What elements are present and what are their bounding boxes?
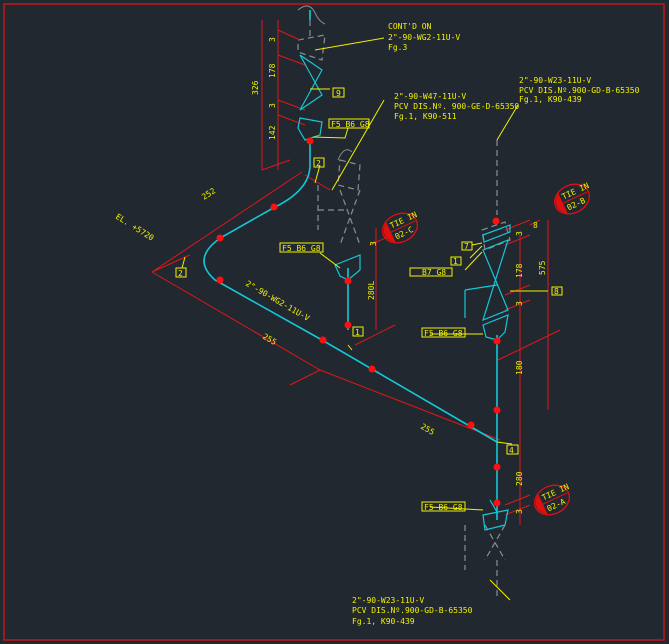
dim-text: 280	[515, 471, 524, 486]
pipe-line-label: 2"-90-WG2-11U-V	[244, 279, 311, 323]
note-bottom: 2"-90-W23-11U-V PCV DIS.Nº.900-GD-B-6535…	[352, 596, 473, 626]
dim-text: 255	[261, 332, 278, 347]
note-line: Fg.1, K90-439	[352, 617, 415, 626]
note-middle: 2"-90-W47-11U-V PCV DIS.Nº. 900-GE-D-653…	[394, 92, 519, 121]
note-line: 2"-90-W23-11U-V	[352, 596, 424, 605]
valve-right	[464, 238, 509, 322]
tie-in-02-a[interactable]: TIE IN 02-A	[530, 478, 577, 520]
tag-f5b6g8: F5 B6 G8	[424, 329, 463, 338]
dim-text: 180	[515, 360, 524, 375]
dim-text: 3	[515, 509, 524, 514]
dim-text: 575	[538, 260, 547, 275]
tag-f5b6g8: F5 B6 G8	[282, 244, 321, 253]
tag-boxes: 9 F5 B6 G8 2 2 F5 B6 G8 1 4 F5 B6 G8 7 1…	[175, 87, 563, 512]
note-line: 2"-90-WG2-11U-V	[388, 33, 460, 42]
note-line: Fg.3	[388, 43, 407, 52]
tag-2: 2	[316, 159, 321, 168]
tie-in-02-b[interactable]: TIE IN 02-B	[550, 177, 597, 219]
flange-middle	[334, 254, 361, 281]
dim-text: 3	[515, 301, 524, 306]
dim-text: 280L	[367, 281, 376, 300]
elevation-label: EL. +5720	[114, 212, 156, 243]
dim-text: 255	[419, 422, 436, 437]
tie-in-02-c[interactable]: TIE IN 02-C	[378, 206, 425, 248]
note-line: CONT'D ON	[388, 22, 432, 31]
weld-points	[216, 137, 501, 507]
flange-right-lower	[482, 499, 509, 531]
valve-top	[299, 54, 323, 111]
note-right: 2"-90-W23-11U-V PCV DIS.Nº.900-GD-B-6535…	[519, 76, 640, 104]
valves	[297, 54, 511, 531]
tag-9: 9	[336, 89, 341, 98]
tag-1: 1	[453, 257, 458, 266]
tag-b7g8: B7 G8	[422, 268, 446, 277]
note-top: CONT'D ON 2"-90-WG2-11U-V Fg.3	[388, 22, 460, 52]
dim-text: 178	[515, 263, 524, 278]
dim-text: 142	[268, 125, 277, 140]
dim-text: 252	[200, 186, 217, 202]
dim-text: 3	[369, 241, 378, 246]
tag-2: 2	[178, 269, 183, 278]
note-line: 2"-90-W23-11U-V	[519, 76, 591, 85]
tag-f5b6g8: F5 B6 G8	[331, 120, 370, 129]
leader-lines	[181, 37, 548, 601]
dim-text: 3	[515, 231, 524, 236]
tag-8: 8	[554, 287, 559, 296]
note-line: PCV DIS.Nº.900-GD-B-65350	[352, 606, 473, 615]
flange-right-top	[482, 224, 511, 243]
tag-1: 1	[355, 328, 360, 337]
ghost-components	[297, 5, 511, 600]
tag-4: 4	[509, 446, 514, 455]
flange-top	[297, 117, 323, 141]
tag-f5b6g8: F5 B6 G8	[424, 503, 463, 512]
dim-text: 326	[251, 80, 260, 95]
dim-text: 3	[268, 37, 277, 42]
tag-7: 7	[464, 242, 469, 251]
dim-text: 8	[533, 221, 538, 230]
note-line: PCV DIS.Nº. 900-GE-D-65350	[394, 102, 519, 111]
flange-right-bottom	[482, 314, 509, 341]
note-line: Fg.1, K90-511	[394, 112, 457, 121]
drawing-border	[3, 3, 665, 641]
note-line: PCV DIS.Nº.900-GD-B-65350	[519, 86, 640, 95]
dim-text: 178	[268, 63, 277, 78]
note-line: Fg.1, K90-439	[519, 95, 582, 104]
dim-text: 3	[268, 103, 277, 108]
dimension-lines	[151, 20, 561, 525]
note-line: 2"-90-W47-11U-V	[394, 92, 466, 101]
